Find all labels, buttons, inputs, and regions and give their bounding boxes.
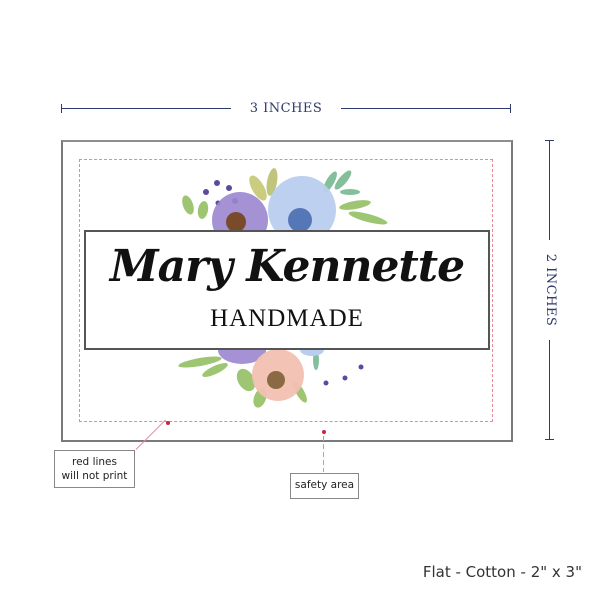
height-label: 2 INCHES [542, 244, 558, 336]
safety-area-outline [79, 159, 493, 422]
red-lines-callout: red lines will not print [54, 450, 135, 488]
red-lines-text-2: will not print [61, 470, 128, 482]
dimension-cap-right [510, 104, 511, 113]
height-dimension: 2 INCHES [541, 140, 559, 440]
dimension-line-right [341, 108, 511, 109]
brand-name: Mary Kennette [109, 241, 465, 292]
dimension-line-top [549, 140, 550, 240]
brand-subtitle: HANDMADE [210, 305, 364, 332]
width-label: 3 INCHES [236, 101, 336, 117]
name-box: Mary Kennette HANDMADE [84, 230, 490, 350]
product-caption: Flat - Cotton - 2" x 3" [422, 563, 582, 581]
safety-area-marker [322, 430, 326, 434]
width-dimension: 3 INCHES [61, 101, 511, 117]
safety-area-leader [323, 436, 324, 472]
dimension-line-bottom [549, 340, 550, 440]
red-lines-text-1: red lines [72, 456, 117, 468]
dimension-line-left [61, 108, 231, 109]
red-lines-marker [166, 421, 170, 425]
safety-area-callout: safety area [290, 473, 359, 499]
dimension-cap-bottom [545, 439, 554, 440]
